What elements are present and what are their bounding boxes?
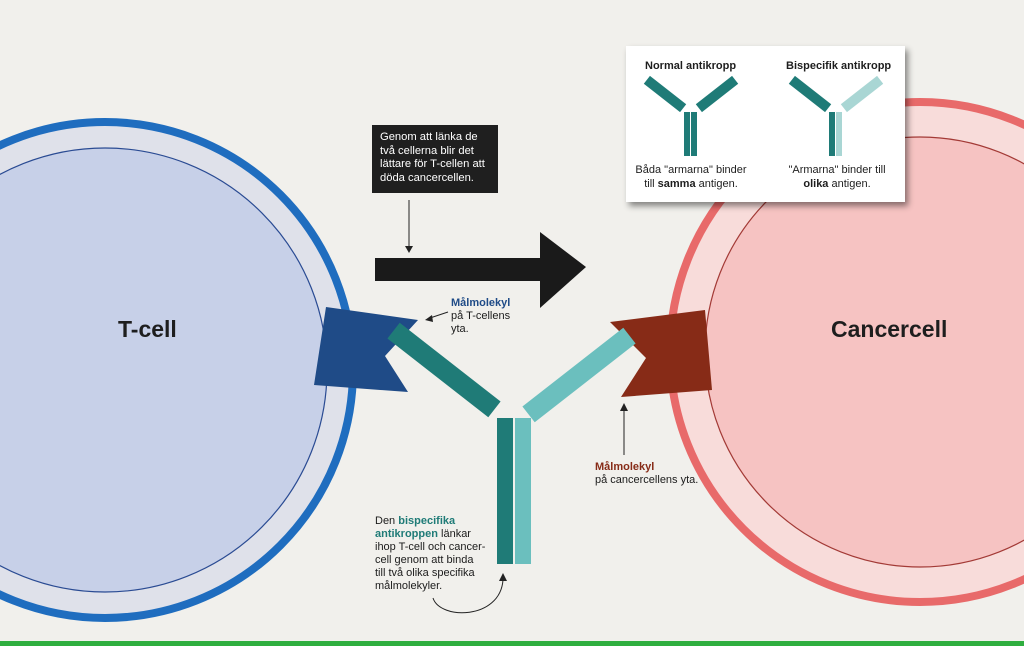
bispecific-antibody-icon — [788, 75, 884, 156]
antibody-note-line6: målmolekyler. — [375, 580, 443, 592]
bottom-accent-line — [0, 641, 1024, 646]
bispecific-antibody-caption: "Armarna" binder till olika antigen. — [772, 163, 902, 191]
cancer-target-pointer-head — [620, 403, 628, 411]
normal-caption-post: antigen. — [695, 178, 738, 190]
normal-antibody-icon — [643, 75, 739, 156]
antibody-note-pointer-head — [499, 573, 507, 581]
antibody-comparison-inset: Normal antikropp Bispecifik antikropp Bå… — [626, 46, 905, 202]
tcell-target-line1: på T-cellens — [451, 310, 511, 322]
cancer-target-title: Målmolekyl — [595, 461, 655, 473]
antibody-note-line3: ihop T-cell och cancer- — [375, 541, 486, 553]
antibody-note-highlight2: antikroppen — [375, 528, 438, 540]
bispecific-caption-line1: "Armarna" binder till — [788, 164, 886, 176]
inset-icons — [643, 75, 884, 156]
normal-antibody-title: Normal antikropp — [645, 60, 737, 72]
bispecific-caption-post: antigen. — [828, 178, 871, 190]
tcell-target-title: Målmolekyl — [451, 297, 511, 309]
normal-caption-line1: Båda "armarna" binder — [635, 164, 747, 176]
tcell-label: T-cell — [118, 316, 177, 342]
bispecific-caption-line2: olika antigen. — [772, 177, 902, 191]
callout-box: Genom att länka de två cellerna blir det… — [372, 125, 498, 193]
antibody-note: Den bispecifika antikroppen länkar ihop … — [375, 515, 485, 593]
antibody-note-line2: antikroppen länkar — [375, 528, 485, 541]
antibody-note-highlight1: bispecifika — [398, 515, 456, 527]
tcell-target-line2: yta. — [451, 323, 469, 335]
antibody-stem-left — [497, 418, 513, 564]
antibody-note-pointer — [432, 579, 504, 614]
antibody-note-line5: till två olika specifika — [375, 567, 475, 579]
antibody-right-arm — [522, 327, 636, 423]
bispecific-antibody-title: Bispecifik antikropp — [786, 60, 892, 72]
antibody-left-arm — [387, 322, 501, 418]
antibody-note-line1: Den bispecifika — [375, 515, 485, 528]
normal-caption-bold: samma — [657, 178, 696, 190]
cancer-target-molecule — [610, 310, 712, 397]
cancer-target-label: Målmolekyl på cancercellens yta. — [595, 461, 698, 487]
cancercell-label: Cancercell — [831, 316, 948, 342]
normal-antibody-caption: Båda "armarna" binder till samma antigen… — [626, 163, 756, 191]
link-arrow — [375, 232, 586, 308]
tcell-target-molecule — [314, 307, 418, 392]
antibody-note-line4: cell genom att binda — [375, 554, 474, 566]
antibody-stem-right — [515, 418, 531, 564]
tcell-target-pointer — [429, 311, 449, 319]
tcell-target-pointer-head — [425, 315, 433, 322]
callout-pointer-head — [405, 246, 413, 253]
antibody-note-rest1: länkar — [437, 528, 471, 540]
normal-caption-line2: till samma antigen. — [626, 177, 756, 191]
antibody-note-prefix: Den — [375, 515, 399, 527]
cancer-target-line1: på cancercellens yta. — [595, 474, 699, 486]
normal-caption-mid: till — [644, 178, 658, 190]
tcell-target-label: Målmolekyl på T-cellens yta. — [451, 297, 510, 336]
bispecific-caption-bold: olika — [803, 178, 829, 190]
